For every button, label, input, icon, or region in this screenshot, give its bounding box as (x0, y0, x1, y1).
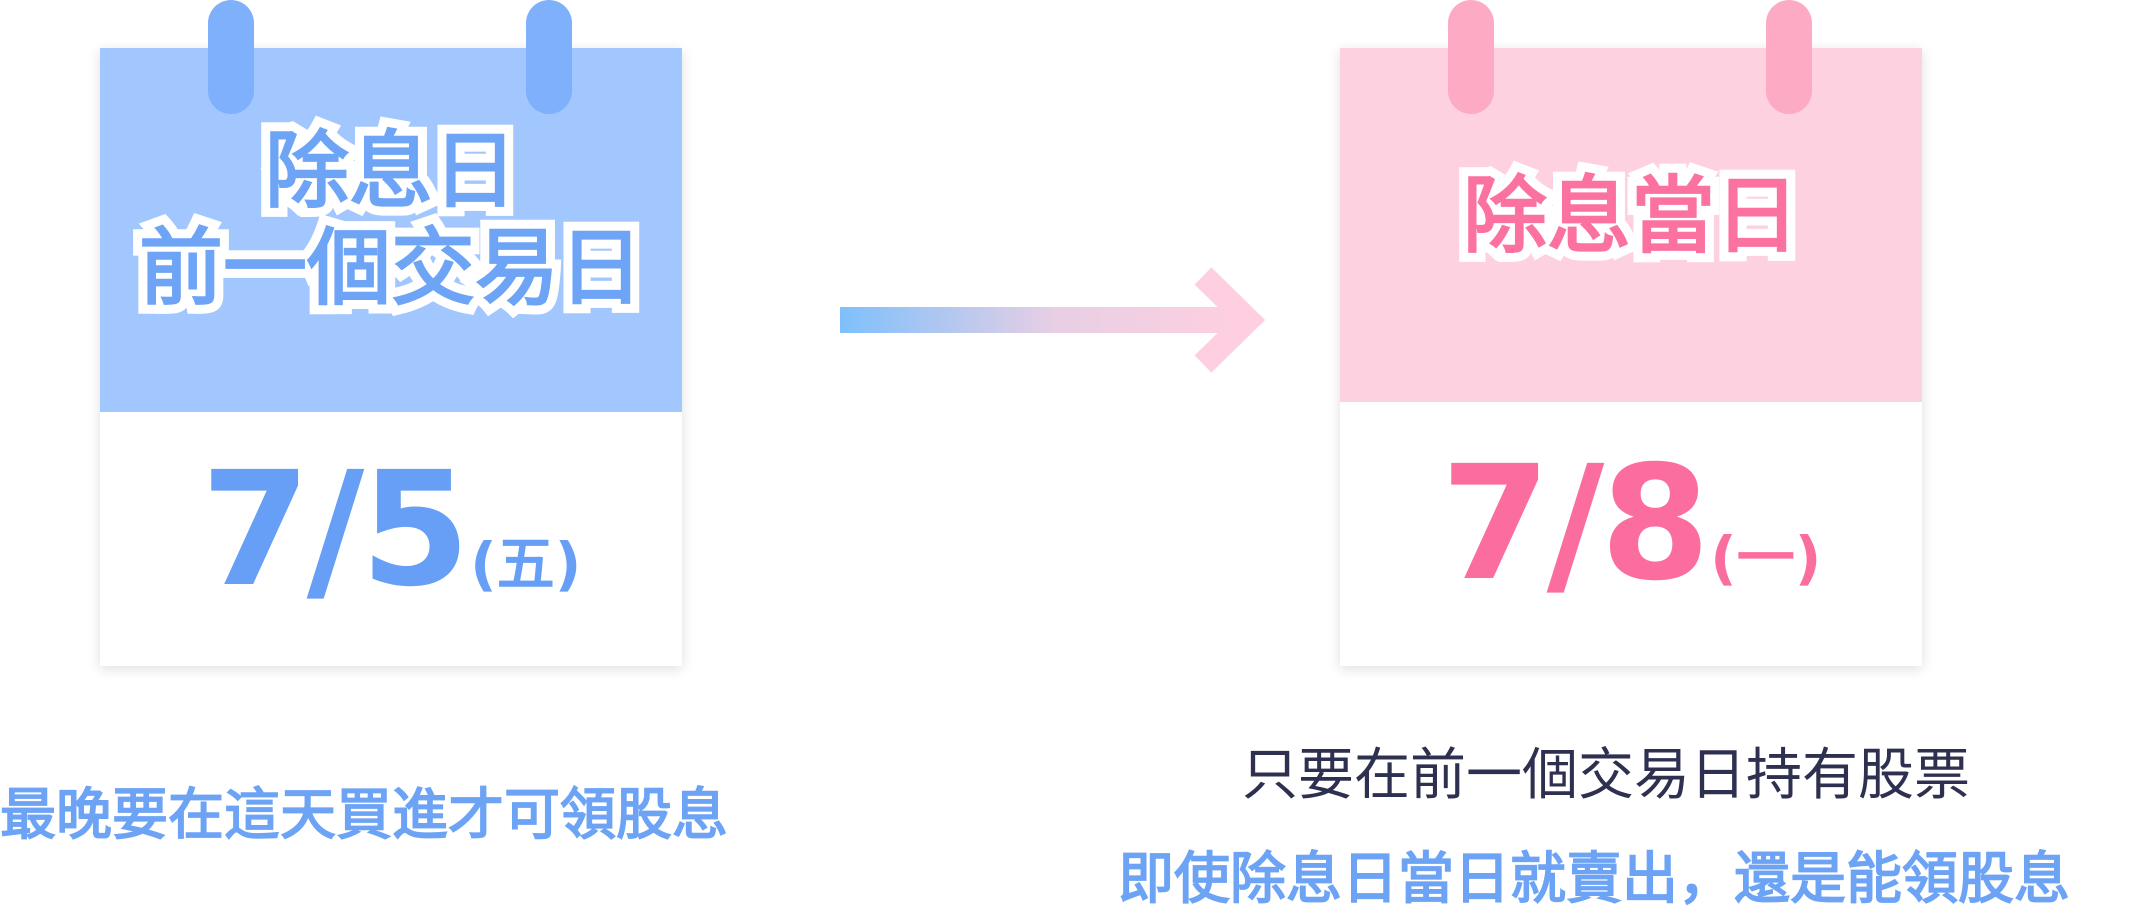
calendar-ring-icon (1448, 0, 1494, 114)
right-caption-line1: 只要在前一個交易日持有股票 (1242, 743, 1970, 808)
right-caption-line2: 即使除息日當日就賣出，還是能領股息 (1118, 847, 2070, 912)
ex-dividend-day-calendar: 除息當日 7/8(一) (1340, 0, 1922, 666)
weekday-label: (一) (1710, 524, 1822, 592)
calendar-ring-icon (208, 0, 254, 114)
calendar-header (100, 48, 682, 412)
calendar-title-line1: 除息當日 (1454, 159, 1808, 273)
calendar-date: 7/8(一) (1340, 432, 1922, 616)
calendar-title: 除息日 前一個交易日 (100, 114, 682, 325)
calendar-title-line2: 前一個交易日 (130, 211, 652, 325)
weekday-label: (五) (470, 530, 582, 598)
calendar-title: 除息當日 (1340, 159, 1922, 273)
ex-dividend-previous-day-calendar: 除息日 前一個交易日 7/5(五) (100, 0, 682, 666)
calendar-ring-icon (1766, 0, 1812, 114)
date-value: 7/5 (200, 438, 471, 622)
calendar-title-line1: 除息日 (256, 114, 526, 228)
calendar-date: 7/5(五) (100, 438, 682, 622)
date-value: 7/8 (1440, 432, 1711, 616)
right-arrow-icon (840, 267, 1266, 373)
calendar-header (1340, 48, 1922, 402)
calendar-ring-icon (526, 0, 572, 114)
left-caption: 最晚要在這天買進才可領股息 (0, 783, 728, 848)
